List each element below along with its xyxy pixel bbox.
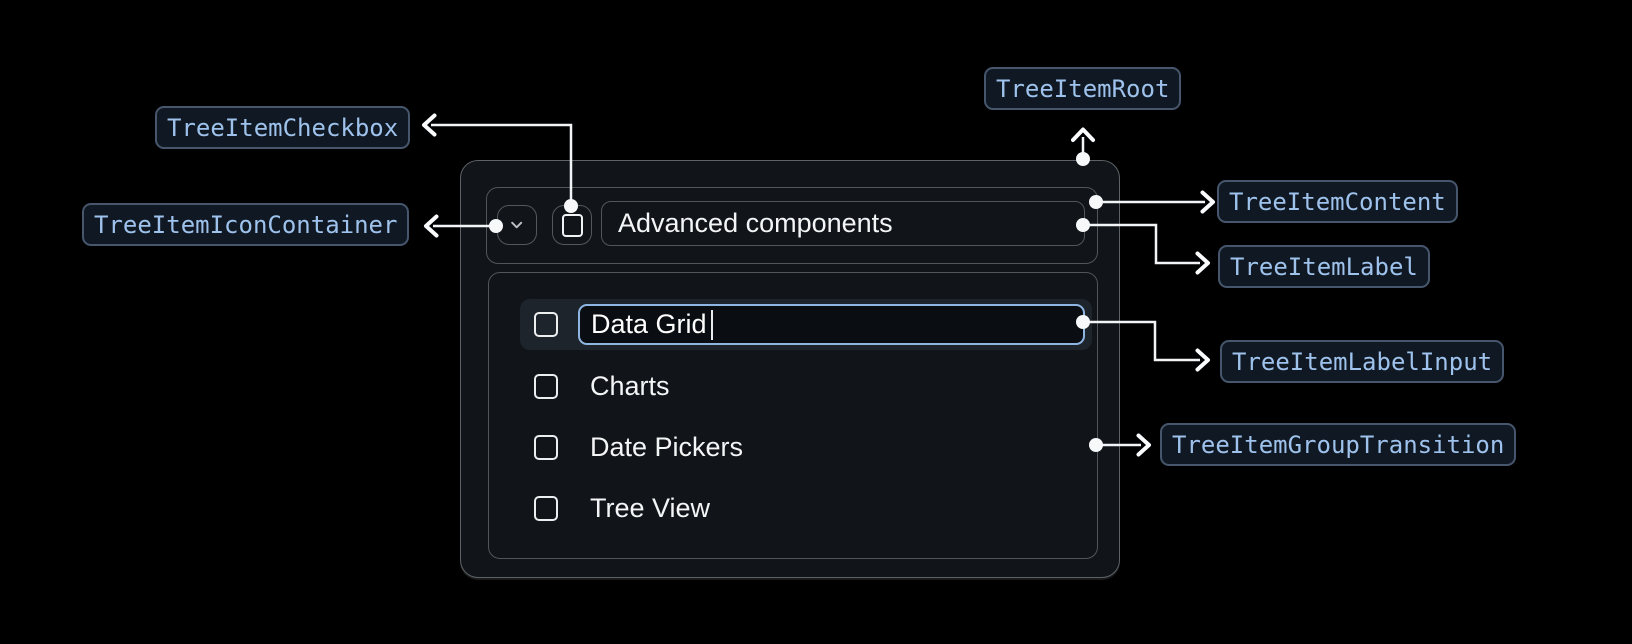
- tree-row[interactable]: Date Pickers: [520, 422, 1092, 473]
- tree-row-editing[interactable]: Data Grid: [520, 299, 1092, 350]
- tree-item-checkbox[interactable]: [552, 205, 592, 245]
- arrowhead-left-icon: [422, 113, 437, 137]
- text-cursor: [710, 309, 713, 340]
- tree-item-group-transition: Data Grid Charts Date Pickers Tree View: [488, 272, 1098, 559]
- row-label: Charts: [590, 371, 670, 401]
- tree-item-label-input[interactable]: Data Grid: [578, 304, 1085, 345]
- tree-item-label: Advanced components: [601, 201, 1085, 246]
- badge-tree-item-content: TreeItemContent: [1217, 180, 1458, 223]
- row-checkbox[interactable]: [534, 312, 558, 337]
- arrowhead-right-icon: [1136, 433, 1151, 457]
- parent-label-text: Advanced components: [618, 208, 893, 238]
- badge-tree-item-label-input: TreeItemLabelInput: [1220, 340, 1505, 383]
- badge-tree-item-icon-container: TreeItemIconContainer: [82, 203, 410, 246]
- badge-text: TreeItemCheckbox: [167, 113, 399, 142]
- badge-text: TreeItemLabel: [1230, 252, 1418, 281]
- row-checkbox[interactable]: [534, 435, 558, 460]
- badge-text: TreeItemIconContainer: [94, 210, 398, 239]
- tree-item-icon-container[interactable]: [497, 205, 537, 245]
- chevron-down-icon: [511, 221, 523, 229]
- checkbox-box-icon: [561, 213, 583, 237]
- row-label: Date Pickers: [590, 432, 744, 462]
- row-checkbox[interactable]: [534, 374, 558, 399]
- row-checkbox[interactable]: [534, 496, 558, 521]
- tree-row[interactable]: Charts: [520, 361, 1092, 412]
- badge-text: TreeItemRoot: [996, 74, 1170, 103]
- arrowhead-right-icon: [1195, 348, 1210, 372]
- tree-row[interactable]: Tree View: [520, 483, 1092, 534]
- badge-text: TreeItemGroupTransition: [1172, 430, 1505, 459]
- badge-tree-item-checkbox: TreeItemCheckbox: [155, 106, 411, 149]
- label-input-value: Data Grid: [591, 309, 707, 339]
- tree-item-root: Advanced components Data Grid Charts Dat…: [460, 160, 1120, 578]
- badge-tree-item-label: TreeItemLabel: [1218, 245, 1430, 288]
- tree-item-content: Advanced components: [486, 187, 1098, 264]
- badge-tree-item-root: TreeItemRoot: [984, 67, 1182, 110]
- arrowhead-left-icon: [424, 214, 439, 238]
- row-label: Tree View: [590, 493, 711, 523]
- arrowhead-right-icon: [1200, 190, 1215, 214]
- badge-text: TreeItemLabelInput: [1232, 347, 1493, 376]
- badge-tree-item-group-transition: TreeItemGroupTransition: [1160, 423, 1517, 466]
- arrowhead-right-icon: [1195, 251, 1210, 275]
- badge-text: TreeItemContent: [1229, 187, 1446, 216]
- arrowhead-up-icon: [1071, 127, 1095, 142]
